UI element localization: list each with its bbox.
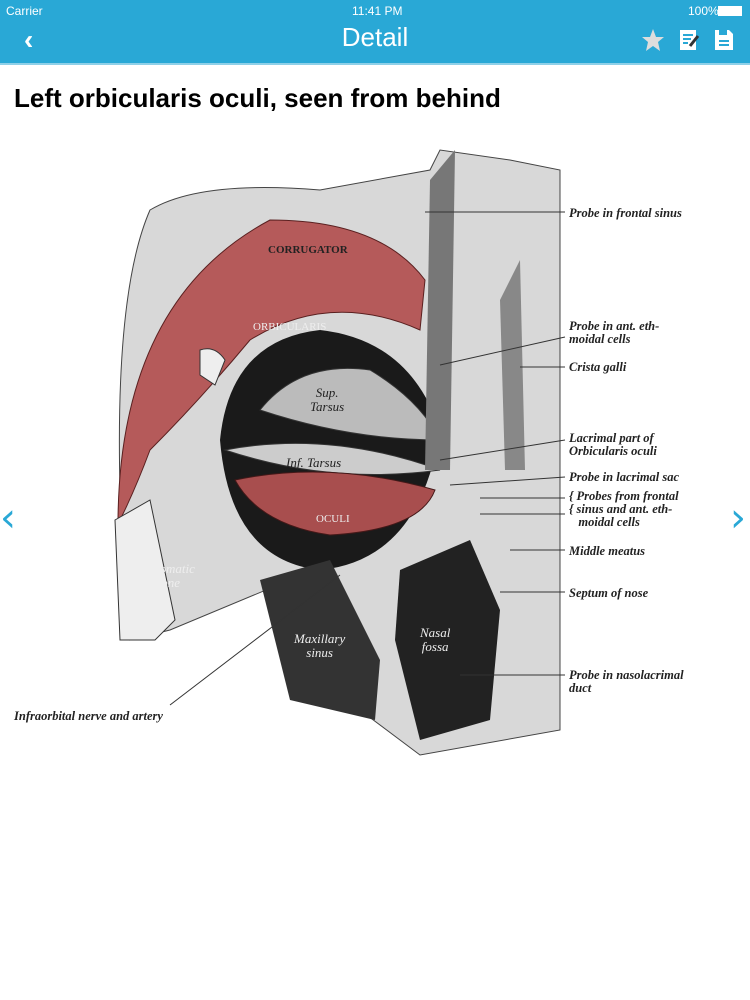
label-probes-frontal: { Probes from frontal { sinus and ant. e…	[569, 489, 679, 529]
save-icon[interactable]	[712, 28, 736, 52]
navigation-bar: Carrier 11:41 PM 100% ‹ Detail	[0, 0, 750, 63]
label-probe-ethmoidal: Probe in ant. eth- moidal cells	[569, 319, 660, 346]
label-zygomatic: Zygomatic bone	[140, 561, 195, 590]
label-probe-lacrimal-sac: Probe in lacrimal sac	[569, 470, 680, 484]
label-probe-frontal: Probe in frontal sinus	[569, 206, 682, 220]
label-septum: Septum of nose	[569, 586, 649, 600]
label-oculi: OCULI	[316, 513, 350, 525]
label-inf-tarsus: Inf. Tarsus	[286, 455, 342, 470]
page-title: Left orbicularis oculi, seen from behind	[14, 83, 501, 113]
next-arrow[interactable]: ›	[730, 495, 746, 541]
label-orbicularis: ORBICULARIS	[253, 321, 327, 333]
label-crista-galli: Crista galli	[569, 360, 627, 374]
label-middle-meatus: Middle meatus	[569, 544, 646, 558]
status-time: 11:41 PM	[352, 4, 403, 18]
battery-icon	[718, 6, 742, 16]
label-maxillary: Maxillary sinus	[294, 631, 346, 660]
note-edit-icon[interactable]	[678, 28, 702, 52]
carrier-label: Carrier	[6, 4, 43, 18]
label-lacrimal-part: Lacrimal part of Orbicularis oculi	[569, 431, 657, 458]
label-infraorbital: Infraorbital nerve and artery	[14, 709, 163, 723]
orbit-drawing	[114, 149, 566, 756]
label-corrugator: CORRUGATOR	[268, 244, 348, 256]
anatomy-illustration: CORRUGATOR ORBICULARIS Sup. Tarsus Inf. …	[0, 140, 750, 760]
label-probe-nasolacrimal: Probe in nasolacrimal duct	[569, 668, 684, 695]
label-nasal-fossa: Nasal fossa	[420, 625, 451, 654]
battery-label: 100%	[688, 4, 719, 18]
star-icon[interactable]	[641, 28, 665, 52]
label-sup-tarsus: Sup. Tarsus	[310, 385, 345, 414]
page-nav-title: Detail	[341, 22, 409, 52]
nav-divider	[0, 63, 750, 65]
previous-arrow[interactable]: ‹	[0, 495, 16, 541]
back-button[interactable]: ‹	[24, 24, 34, 55]
